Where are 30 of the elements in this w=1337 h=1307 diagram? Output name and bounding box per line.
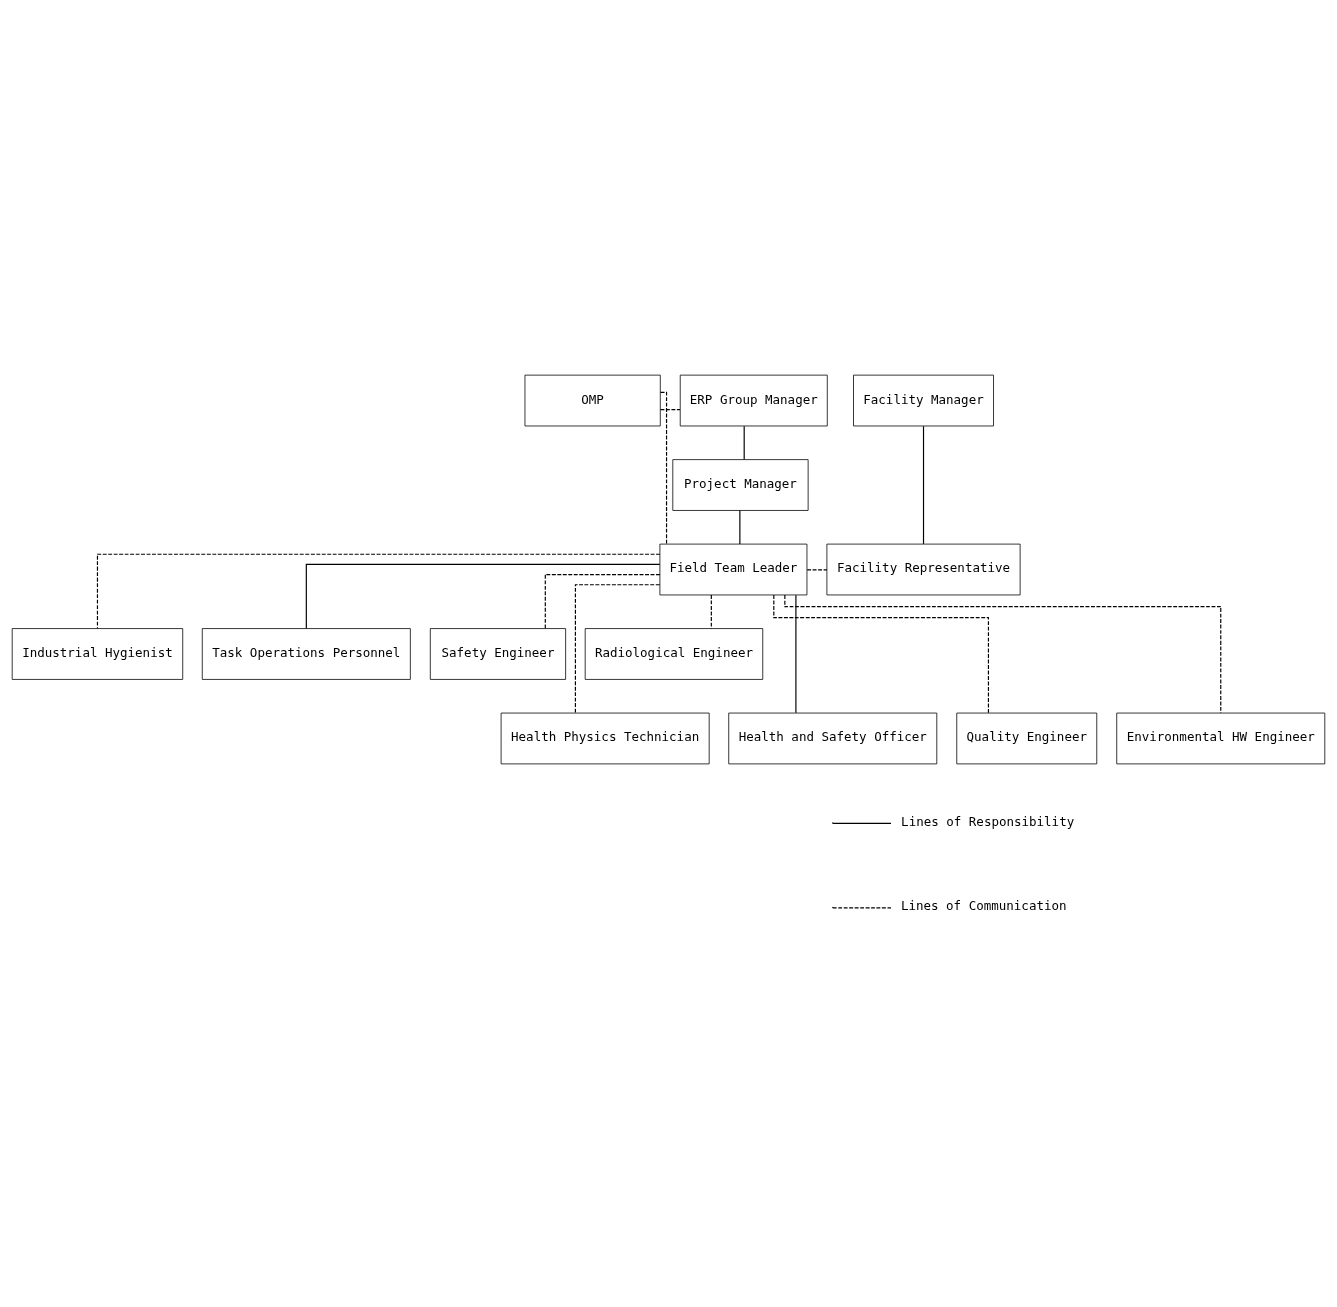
connector: [574, 583, 661, 713]
connector: [659, 408, 681, 410]
node-box: Field Team Leader: [659, 543, 808, 595]
node-box: Project Manager: [672, 458, 809, 511]
legend-label: Lines of Responsibility: [901, 813, 1075, 829]
node-box: ERP Group Manager: [679, 374, 828, 426]
node-box: Safety Engineer: [429, 627, 566, 680]
connector: [743, 425, 745, 460]
node-box: Industrial Hygienist: [11, 627, 184, 680]
node-box: Health Physics Technician: [500, 712, 710, 764]
node-box: Quality Engineer: [956, 712, 1098, 764]
connector: [305, 563, 661, 629]
node-box: Facility Manager: [853, 374, 994, 426]
legend-label: Lines of Communication: [900, 897, 1067, 913]
node-box: Task Operations Personnel: [201, 627, 411, 680]
connector: [710, 594, 712, 629]
node-box: Environmental HW Engineer: [1116, 712, 1326, 764]
node-box: Facility Representative: [826, 543, 1021, 595]
connector: [795, 594, 797, 713]
connector: [544, 573, 661, 629]
connector: [773, 593, 990, 713]
connector: [784, 594, 1222, 713]
node-box: Health and Safety Officer: [728, 712, 938, 764]
connector: [806, 568, 828, 570]
node-box: Radiological Engineer: [584, 627, 764, 680]
node-box: OMP: [524, 374, 661, 426]
connector: [659, 391, 668, 544]
connector: [739, 509, 741, 545]
connector: [96, 553, 661, 629]
connector: [922, 425, 925, 544]
